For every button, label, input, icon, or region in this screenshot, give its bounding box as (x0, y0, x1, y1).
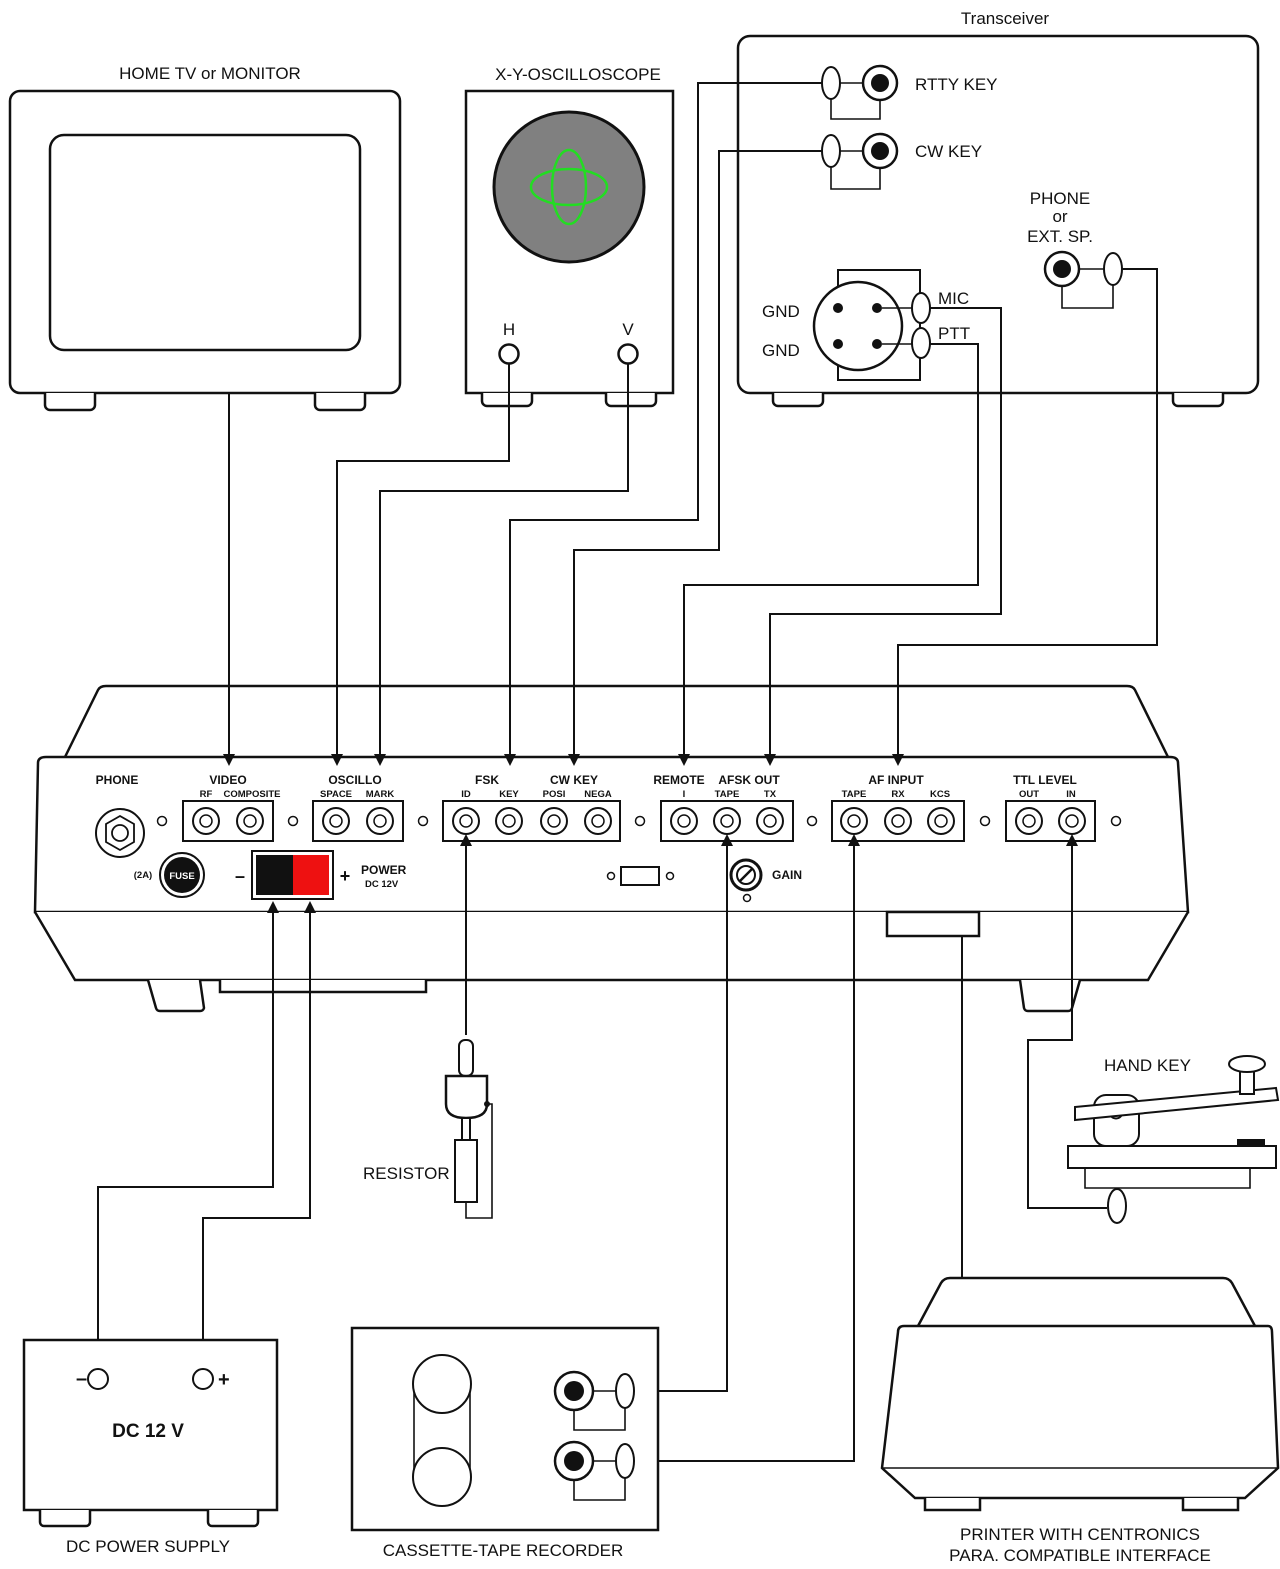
panel-ttl-label: TTL LEVEL (1013, 773, 1077, 787)
gnd-label-2: GND (762, 341, 800, 360)
af-tape-label: TAPE (842, 789, 867, 800)
power-supply-label: DC POWER SUPPLY (66, 1537, 230, 1556)
fuse-holder[interactable] (159, 852, 205, 898)
cassette-jack-2[interactable] (553, 1440, 635, 1501)
lissajous-trace (529, 167, 609, 207)
fsk-id-label: ID (461, 789, 471, 800)
cw-key-label: CW KEY (915, 142, 982, 161)
afsk-tx-label: TX (764, 789, 777, 800)
scope-h-jack[interactable] (498, 343, 520, 365)
gain-label: GAIN (772, 868, 802, 882)
panel-fsk-label: FSK (475, 773, 499, 787)
fsk-key-label: KEY (499, 789, 519, 800)
oscillo-space-label: SPACE (320, 789, 352, 800)
fuse-label: FUSE (169, 871, 194, 882)
mic-connector[interactable] (812, 269, 931, 381)
supply-negative-terminal[interactable] (87, 1368, 109, 1390)
gain-knob[interactable] (729, 858, 763, 892)
cw-nega-label: NEGA (584, 789, 612, 800)
phone-label-1: PHONE (1030, 189, 1090, 208)
oscilloscope: H V X-Y-OSCILLOSCOPE (464, 65, 675, 408)
af-kcs-label: KCS (930, 789, 950, 800)
panel-afsk-out-label: AFSK OUT (718, 773, 780, 787)
panel-phone-label: PHONE (96, 773, 139, 787)
supply-voltage-label: DC 12 V (112, 1421, 184, 1442)
rtty-key-jack[interactable] (821, 64, 899, 120)
panel-oscillo-label: OSCILLO (328, 773, 381, 787)
mic-label: MIC (938, 289, 969, 308)
panel-phone-jack[interactable] (95, 808, 145, 858)
cassette-label: CASSETTE-TAPE RECORDER (383, 1541, 624, 1560)
tape-reel-bottom (412, 1447, 472, 1507)
power-terminal-positive[interactable] (293, 855, 329, 895)
scope-label: X-Y-OSCILLOSCOPE (495, 65, 661, 84)
scope-h-label: H (503, 320, 515, 339)
resistor-label: RESISTOR (363, 1164, 450, 1183)
supply-positive-terminal[interactable] (192, 1368, 214, 1390)
gnd-label-1: GND (762, 302, 800, 321)
rtty-key-label: RTTY KEY (915, 75, 998, 94)
scope-v-jack[interactable] (617, 343, 639, 365)
panel-af-input-label: AF INPUT (868, 773, 924, 787)
printer-port[interactable] (620, 866, 660, 886)
cw-key-jack[interactable] (821, 132, 899, 190)
phone-label-3: EXT. SP. (1027, 227, 1093, 246)
video-rf-label: RF (200, 789, 213, 800)
cassette-recorder: CASSETTE-TAPE RECORDER (350, 1326, 660, 1560)
power-terminal-negative[interactable] (256, 855, 293, 895)
cassette-jack-1[interactable] (553, 1370, 635, 1431)
power-label: POWER (361, 863, 407, 877)
cw-posi-label: POSI (543, 789, 566, 800)
ttl-out-label: OUT (1019, 789, 1039, 800)
tape-reel-top (412, 1354, 472, 1414)
hand-key[interactable]: HAND KEY (1067, 1055, 1280, 1224)
power-minus-label: – (235, 866, 245, 886)
panel-cwkey-label: CW KEY (550, 773, 598, 787)
ptt-label: PTT (938, 324, 970, 343)
phone-ext-sp-jack[interactable] (1043, 250, 1123, 309)
panel-video-label: VIDEO (209, 773, 246, 787)
af-rx-label: RX (891, 789, 905, 800)
supply-minus-label: – (76, 1368, 87, 1390)
transceiver-label: Transceiver (961, 9, 1050, 28)
cables (97, 82, 1158, 1462)
afsk-tape-label: TAPE (715, 789, 740, 800)
tv-label: HOME TV or MONITOR (119, 64, 301, 83)
scope-screen (492, 110, 646, 264)
panel-remote-label: REMOTE (653, 773, 704, 787)
power-dc-label: DC 12V (365, 879, 399, 890)
dc-power-supply: – + DC 12 V DC POWER SUPPLY (22, 1338, 279, 1556)
remote-i-label: I (683, 789, 686, 800)
scope-v-label: V (622, 320, 634, 339)
resistor-body (454, 1139, 478, 1203)
supply-plus-label: + (218, 1369, 230, 1391)
transceiver: Transceiver RTTY KEY CW KEY PHONE or EXT… (736, 9, 1260, 408)
video-composite-label: COMPOSITE (223, 789, 280, 800)
fuse-rating-label: (2A) (134, 870, 152, 881)
tv-monitor: HOME TV or MONITOR (8, 64, 402, 412)
hand-key-label: HAND KEY (1104, 1056, 1191, 1075)
phone-label-2: or (1052, 207, 1067, 226)
printer-label-2: PARA. COMPATIBLE INTERFACE (949, 1546, 1211, 1565)
printer-label-1: PRINTER WITH CENTRONICS (960, 1525, 1200, 1544)
oscillo-mark-label: MARK (366, 789, 395, 800)
ttl-in-label: IN (1066, 789, 1076, 800)
resistor-plug: RESISTOR (363, 1039, 493, 1219)
power-plus-label: + (340, 866, 351, 886)
main-unit: PHONE VIDEO OSCILLO FSK CW KEY REMOTE AF… (33, 684, 1190, 1013)
printer: PRINTER WITH CENTRONICS PARA. COMPATIBLE… (880, 1276, 1280, 1565)
